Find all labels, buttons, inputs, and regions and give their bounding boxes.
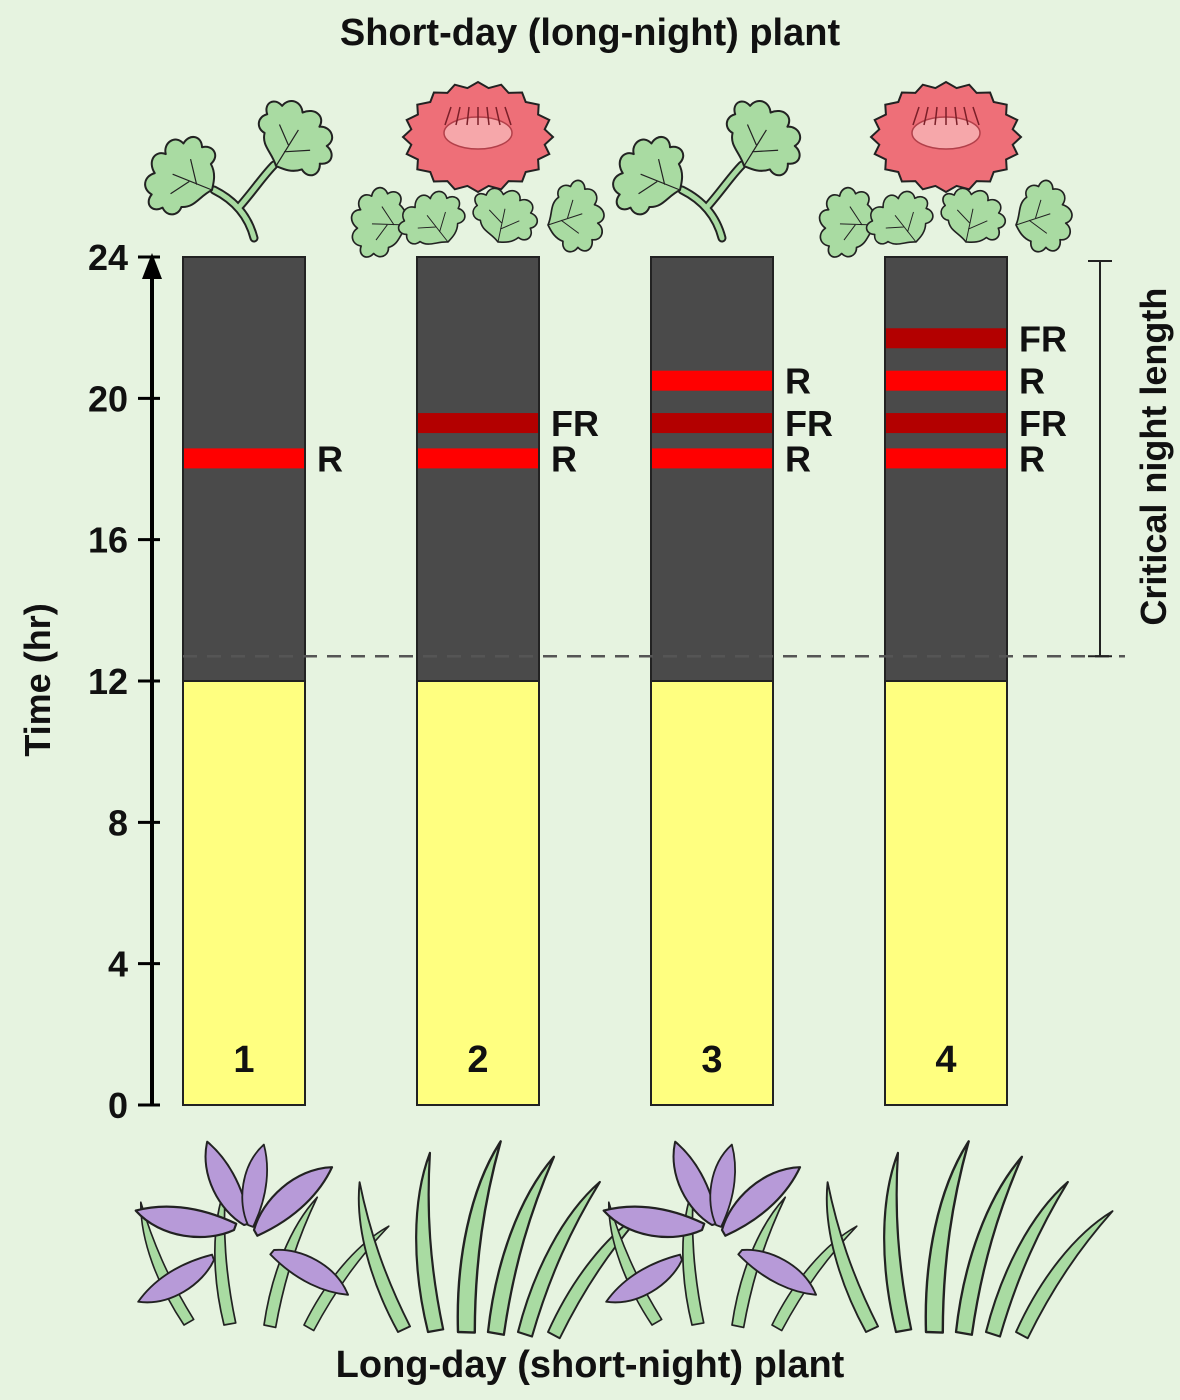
long-day-plant-flowering-icon: [586, 1135, 858, 1338]
critical-night-label: Critical night length: [1133, 288, 1174, 626]
flower-stamen: [455, 106, 461, 126]
long-day-plant-flowering-icon: [118, 1135, 390, 1338]
day-segment: [416, 680, 540, 1106]
top-title: Short-day (long-night) plant: [339, 12, 841, 54]
red-flash: [886, 370, 1006, 391]
flower-stamen: [504, 106, 512, 126]
tick-label: 8: [108, 802, 128, 843]
grass-blade-icon: [1014, 1196, 1114, 1347]
short-day-plant-vegetative-icon: [130, 84, 349, 243]
red-flash: [652, 370, 772, 391]
grass-blade-icon: [485, 1149, 556, 1340]
flower-stamen: [934, 106, 938, 126]
bottom-title: Long-day (short-night) plant: [335, 1344, 845, 1386]
tick-label: 20: [88, 378, 128, 419]
night-segment: [650, 256, 774, 682]
day-segment: [884, 680, 1008, 1106]
stem-fill: [211, 162, 277, 241]
long-day-plant-vegetative-icon: [332, 1138, 646, 1347]
grass-blade-icon: [395, 1151, 462, 1334]
experiment-number: 2: [467, 1039, 488, 1081]
night-segment: [884, 256, 1008, 682]
flower-stamen: [954, 106, 958, 126]
stem-fill: [679, 162, 745, 241]
tick-label: 4: [108, 944, 128, 985]
red-flash: [886, 448, 1006, 469]
time-axis-arrowhead: [142, 253, 162, 279]
flower-stamen: [444, 106, 452, 126]
flash-label: R: [1019, 361, 1045, 402]
leaf-icon: [1008, 176, 1079, 258]
flower-stamen: [495, 106, 501, 126]
grass-blade-icon: [800, 1181, 893, 1334]
flash-label: FR: [551, 403, 599, 444]
night-segment: [182, 256, 306, 682]
leaf-icon: [708, 84, 817, 192]
far-red-flash: [886, 328, 1006, 349]
tick-label: 12: [88, 661, 128, 702]
red-flash: [652, 448, 772, 469]
experiment-column: RFR 2: [416, 256, 599, 1106]
flower-stamen: [466, 106, 470, 126]
grass-blade-icon: [953, 1149, 1024, 1340]
flash-label: R: [551, 438, 577, 479]
far-red-flash: [652, 413, 772, 434]
night-segment: [416, 256, 540, 682]
experiment-number: 4: [935, 1039, 956, 1081]
leaf-icon: [240, 84, 349, 192]
flash-label: FR: [1019, 403, 1067, 444]
flash-label: FR: [1019, 318, 1067, 359]
leaf-icon: [598, 122, 700, 231]
day-segment: [650, 680, 774, 1106]
short-day-plant-flowering-icon: [344, 80, 611, 265]
long-day-plant-vegetative-icon: [800, 1138, 1114, 1347]
flash-label: R: [1019, 438, 1045, 479]
red-flash: [418, 448, 538, 469]
far-red-flash: [886, 413, 1006, 434]
tick-label: 24: [88, 237, 128, 278]
grass-blade-icon: [332, 1181, 425, 1334]
flash-label: FR: [785, 403, 833, 444]
day-segment: [182, 680, 306, 1106]
experiment-number: 1: [233, 1039, 254, 1081]
leaf-icon: [540, 176, 611, 258]
flower-stamen: [912, 106, 920, 126]
flower-stamen: [923, 106, 929, 126]
experiment-column: R1: [182, 256, 343, 1106]
red-flash: [184, 448, 304, 469]
grass-blade-icon: [863, 1151, 930, 1334]
tick-label: 16: [88, 520, 128, 561]
tick-label: 0: [108, 1085, 128, 1126]
short-day-plant-vegetative-icon: [598, 84, 817, 243]
flower-stamen: [486, 106, 490, 126]
flower-stamen: [963, 106, 969, 126]
plant-illustrations: [118, 80, 1114, 1347]
flower-stamen: [972, 106, 980, 126]
y-axis-label: Time (hr): [17, 603, 58, 756]
flash-label: R: [785, 361, 811, 402]
short-day-plant-flowering-icon: [812, 80, 1079, 265]
flash-label: R: [785, 438, 811, 479]
far-red-flash: [418, 413, 538, 434]
critical-night-bracket: Critical night length: [183, 260, 1174, 658]
flash-label: R: [317, 438, 343, 479]
leaf-icon: [130, 122, 232, 231]
experiment-number: 3: [701, 1039, 722, 1081]
